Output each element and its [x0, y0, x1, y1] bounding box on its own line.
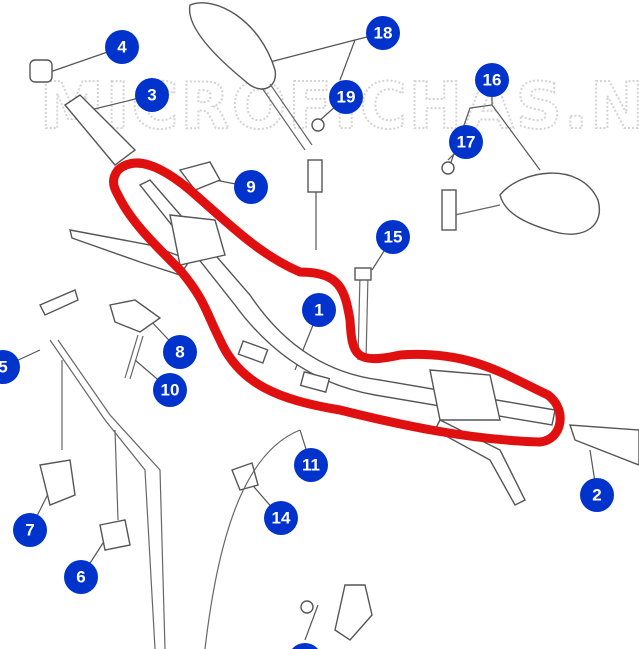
- right-mirror-adapter: [441, 189, 457, 231]
- clip-7: [39, 459, 76, 506]
- highlight-outline: [109, 158, 565, 447]
- svg-text:19: 19: [337, 88, 356, 107]
- svg-text:9: 9: [246, 178, 255, 197]
- callout-1[interactable]: 1: [302, 293, 336, 327]
- bar-end-4: [29, 59, 53, 83]
- svg-text:6: 6: [76, 568, 85, 587]
- bracket: [334, 584, 373, 641]
- left-mirror-adapter: [307, 159, 323, 193]
- svg-text:10: 10: [161, 381, 180, 400]
- callout-3[interactable]: 3: [135, 78, 169, 112]
- switch-9: [178, 161, 221, 191]
- svg-text:1: 1: [314, 301, 323, 320]
- svg-text:15: 15: [384, 228, 403, 247]
- callout-8[interactable]: 8: [163, 335, 197, 369]
- svg-text:18: 18: [374, 24, 393, 43]
- callout-4[interactable]: 4: [105, 30, 139, 64]
- callout-6[interactable]: 6: [64, 560, 98, 594]
- callout-17[interactable]: 17: [449, 125, 483, 159]
- callout-11[interactable]: 11: [294, 448, 328, 482]
- svg-text:2: 2: [592, 486, 601, 505]
- callout-16[interactable]: 16: [475, 63, 509, 97]
- nut-19: [311, 118, 325, 132]
- nut-17: [441, 161, 455, 175]
- callout-15[interactable]: 15: [376, 220, 410, 254]
- svg-text:4: 4: [117, 38, 127, 57]
- handlebar: [138, 179, 556, 426]
- svg-text:7: 7: [25, 521, 34, 540]
- callout-2[interactable]: 2: [580, 478, 614, 512]
- svg-text:8: 8: [175, 343, 184, 362]
- callout-7[interactable]: 7: [13, 513, 47, 547]
- svg-text:14: 14: [272, 509, 291, 528]
- callout-14[interactable]: 14: [264, 501, 298, 535]
- svg-text:17: 17: [457, 133, 476, 152]
- right-grip: [569, 424, 639, 466]
- callout-partial: [292, 643, 318, 649]
- callout-18[interactable]: 18: [366, 16, 400, 50]
- clip-6: [99, 519, 131, 551]
- right-mirror: [499, 172, 601, 235]
- master-cylinder: [169, 214, 226, 266]
- svg-text:3: 3: [147, 86, 156, 105]
- callout-9[interactable]: 9: [234, 170, 268, 204]
- svg-text:11: 11: [302, 456, 320, 475]
- svg-text:5: 5: [0, 358, 8, 377]
- brake-master: [429, 369, 501, 421]
- parts: [29, 2, 639, 649]
- clip-14: [231, 462, 259, 491]
- svg-text:16: 16: [483, 71, 502, 90]
- left-grip: [63, 94, 137, 166]
- callout-10[interactable]: 10: [153, 373, 187, 407]
- callout-5[interactable]: 5: [0, 350, 20, 384]
- cable-end-5: [39, 289, 79, 316]
- callout-19[interactable]: 19: [329, 80, 363, 114]
- holder-8: [109, 299, 162, 333]
